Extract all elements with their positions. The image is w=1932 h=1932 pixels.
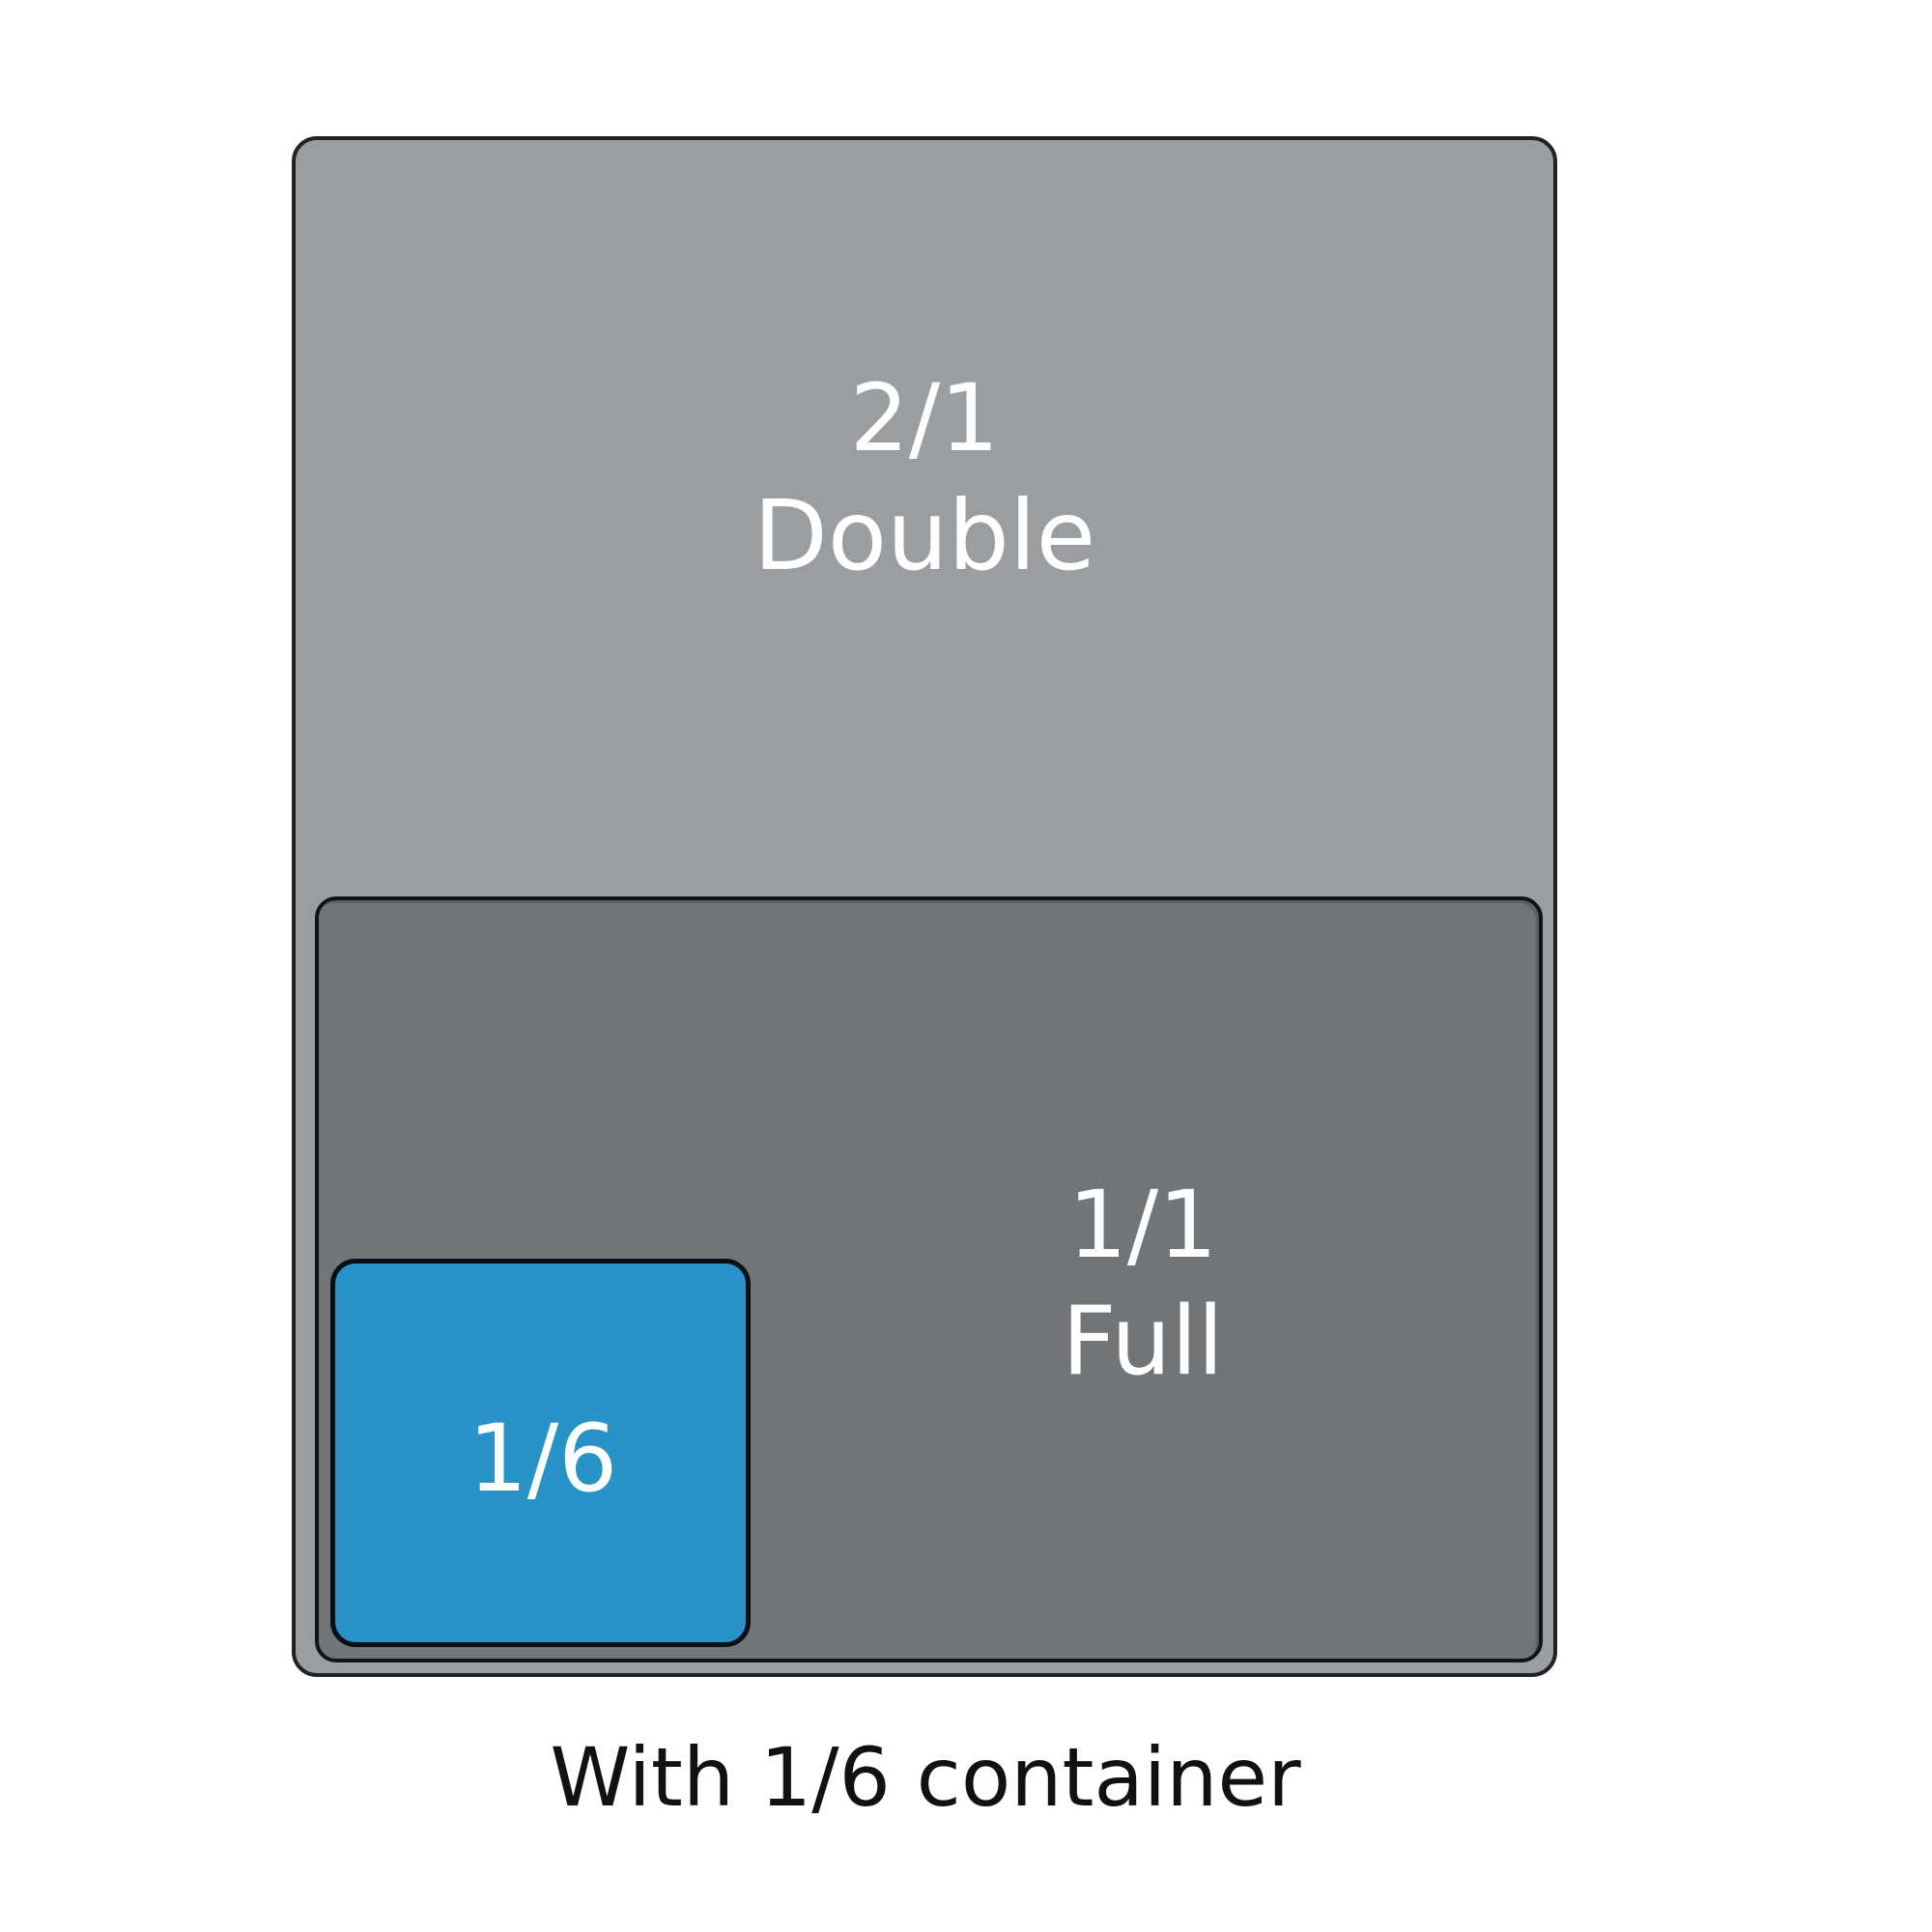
diagram-caption: With 1/6 container bbox=[550, 1730, 1301, 1825]
double-pan-name-label: Double bbox=[753, 479, 1096, 592]
sixth-pan-fraction-label: 1/6 bbox=[468, 1405, 618, 1513]
double-pan-fraction-label: 2/1 bbox=[849, 364, 1000, 472]
sixth-pan bbox=[330, 1259, 751, 1647]
full-pan-fraction-label: 1/1 bbox=[1067, 1171, 1218, 1279]
full-pan-name-label: Full bbox=[1062, 1287, 1224, 1397]
